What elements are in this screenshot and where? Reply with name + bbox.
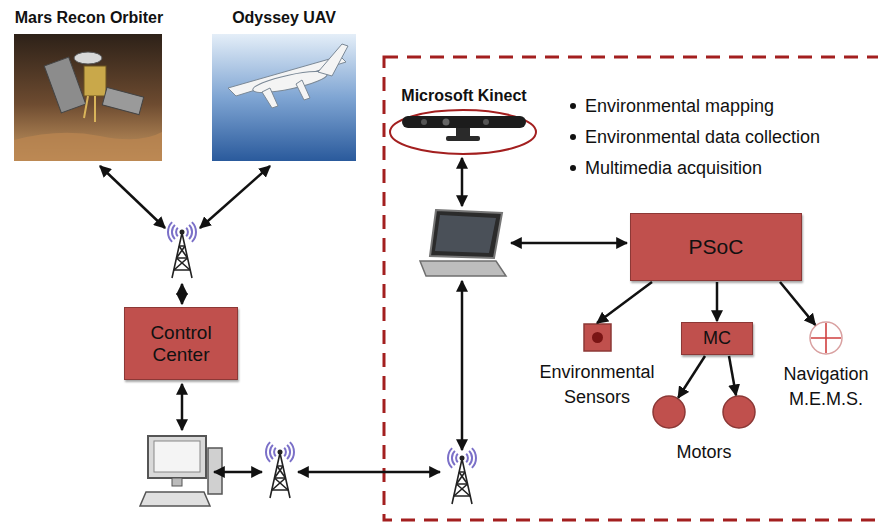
process-box: Control Center (124, 307, 238, 380)
bullet-text: Environmental data collection (585, 126, 820, 148)
bullet-text: Multimedia acquisition (585, 157, 762, 179)
box-label: MC (703, 328, 731, 349)
box-label: PSoC (689, 235, 744, 259)
node-label: Motors (676, 440, 731, 465)
node-label: Navigation M.E.M.S. (783, 362, 868, 412)
motor-node: Motors (653, 396, 755, 469)
panel-heading: Odyssey UAV (232, 8, 336, 28)
connector-arrow (717, 282, 718, 321)
connector-arrow (780, 282, 815, 325)
sensor-node: Environmental Sensors (536, 324, 658, 414)
connector-arrow (678, 356, 736, 398)
connector-line (597, 282, 652, 323)
bullet-text: Environmental mapping (585, 95, 774, 117)
connector-arrow (597, 282, 652, 323)
connector-line (716, 282, 719, 321)
panel-heading: Microsoft Kinect (401, 86, 526, 106)
panel-heading: Mars Recon Orbiter (15, 8, 163, 28)
image-panel: Odyssey UAV (206, 6, 362, 163)
connector-line (780, 282, 815, 325)
process-box: PSoC (630, 213, 802, 281)
image-panel: Mars Recon Orbiter (8, 6, 170, 163)
controller-box: MC (681, 322, 753, 355)
connector-line (729, 356, 736, 395)
box-label: Control Center (131, 322, 231, 366)
node-label: Environmental Sensors (539, 360, 654, 410)
connector-line (678, 356, 705, 398)
navigation-node: Navigation M.E.M.S. (776, 322, 876, 416)
device-panel: Microsoft Kinect (388, 84, 540, 156)
